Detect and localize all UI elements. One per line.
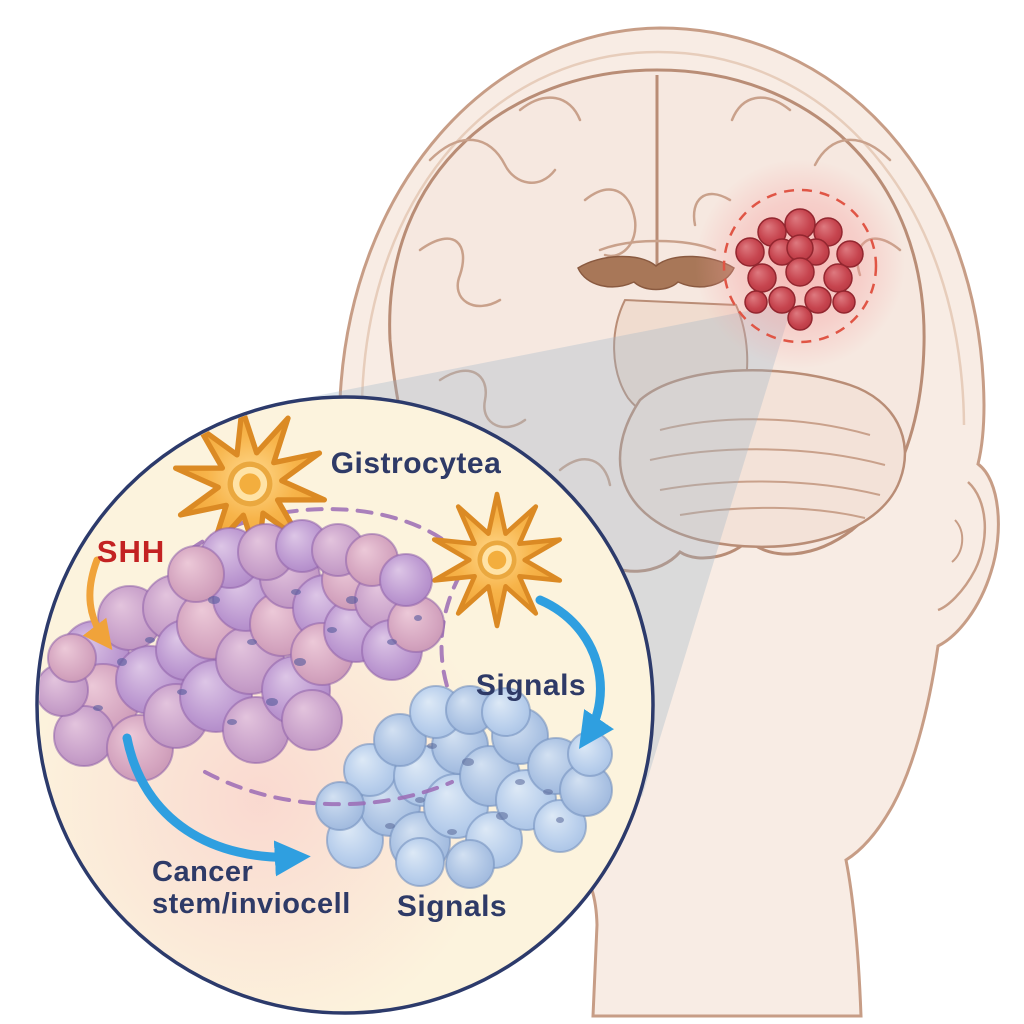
- tumor-cell-cluster: [735, 208, 864, 331]
- cerebellum-folds: [649, 418, 886, 519]
- dashed-path-top: [170, 507, 450, 568]
- dashed-path-bottom: [203, 770, 454, 807]
- purple-cell-speckles: [93, 589, 422, 725]
- shh-arrow-icon: [82, 556, 113, 651]
- astrocyte-icon: [161, 398, 340, 571]
- ear: [937, 481, 987, 612]
- dashed-signal-paths: [170, 507, 462, 702]
- brain-tumor: [695, 159, 905, 369]
- cancer-stem-label-line2: stem/inviocell: [152, 888, 351, 920]
- tumor-dashed-outline: [722, 188, 878, 344]
- skull-inner-line: [360, 50, 966, 431]
- signal-arrow-right-icon: [535, 595, 614, 749]
- cerebellum: [618, 368, 907, 549]
- astrocyte-icon: [415, 480, 579, 640]
- astrocytes-label: Gistrocytea: [331, 447, 502, 480]
- signal-cell-cluster: [315, 685, 613, 889]
- inset-border: [35, 395, 655, 1015]
- cancer-stem-cell-cluster: [39, 519, 445, 782]
- shh-label: SHH: [97, 534, 165, 569]
- inset-contents: Gistrocytea SHH Signals Cancer stem/invi…: [39, 398, 614, 1011]
- cancer-stem-label-line1: Cancer: [152, 856, 253, 888]
- signals-bottom-label: Signals: [397, 890, 507, 923]
- blue-cell-speckles: [385, 743, 564, 835]
- signals-mid-label: Signals: [476, 669, 586, 702]
- signal-arrow-bottom-icon: [122, 733, 311, 877]
- dashed-path-right: [439, 573, 462, 702]
